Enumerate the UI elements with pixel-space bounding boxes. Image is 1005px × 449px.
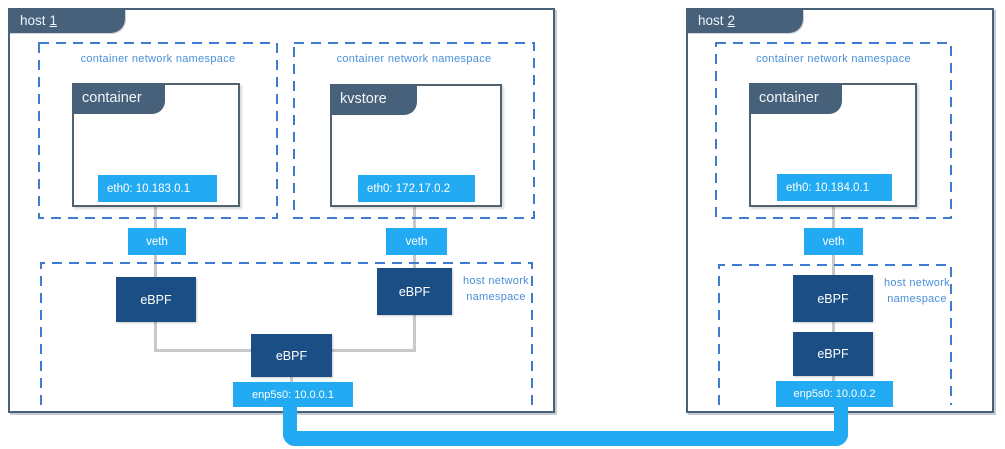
container-app-tab: container — [749, 83, 842, 114]
dashed-path — [718, 264, 952, 405]
network-cable — [283, 404, 848, 446]
ebpf-box: eBPF — [377, 268, 452, 315]
dashed-path — [40, 262, 533, 405]
connector-line — [154, 200, 157, 352]
eth0-interface-badge: eth0: 10.183.0.1 — [98, 175, 217, 202]
container-namespace-dashed-border — [715, 42, 952, 219]
host-namespace-label: host network namespace — [884, 277, 950, 305]
container-namespace-2-label: container network namespace — [336, 53, 492, 65]
eth0-interface-badge: eth0: 172.17.0.2 — [358, 175, 475, 202]
container-namespace-2-dashed-border — [293, 42, 535, 219]
dashed-rect — [38, 42, 278, 219]
eth0-interface-badge: eth0: 10.184.0.1 — [777, 174, 892, 201]
ebpf-box: eBPF — [116, 277, 196, 322]
host2-title: host — [698, 13, 724, 28]
connector-line — [154, 349, 254, 352]
kvstore-app-tab: kvstore — [330, 84, 417, 115]
enp5s0-interface-badge: enp5s0: 10.0.0.2 — [776, 381, 893, 407]
ebpf-box: eBPF — [251, 334, 332, 377]
host1-number: 1 — [49, 13, 58, 28]
enp5s0-interface-badge: enp5s0: 10.0.0.1 — [233, 382, 353, 407]
veth-badge: veth — [804, 228, 863, 255]
ebpf-box: eBPF — [793, 275, 873, 322]
host2-number: 2 — [727, 13, 736, 28]
dashed-rect — [293, 42, 535, 219]
ebpf-box: eBPF — [793, 332, 873, 376]
host1-title: host — [20, 13, 46, 28]
veth-badge: veth — [386, 228, 447, 255]
container-namespace-label: container network namespace — [756, 53, 911, 65]
container-namespace-1-label: container network namespace — [80, 53, 236, 65]
connector-line — [332, 349, 416, 352]
container-namespace-1-dashed-border — [38, 42, 278, 219]
host-namespace-dashed-border — [718, 264, 952, 405]
dashed-rect — [715, 42, 952, 219]
container-app-tab: container — [72, 83, 165, 114]
host-namespace-dashed-border — [40, 262, 533, 405]
connector-line — [290, 374, 293, 384]
host-namespace-label: host network namespace — [463, 275, 529, 303]
veth-badge: veth — [128, 228, 186, 255]
